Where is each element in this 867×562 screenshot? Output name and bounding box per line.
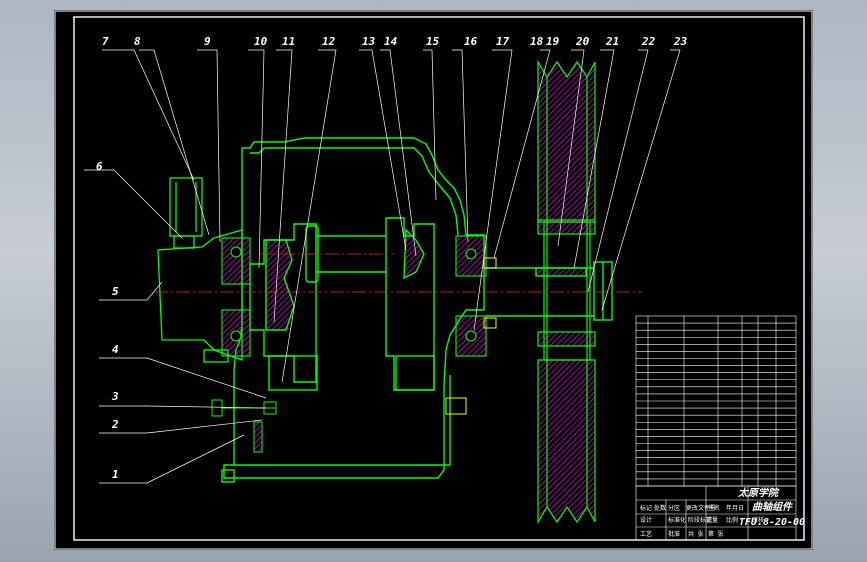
part-label-20: 20	[575, 35, 590, 48]
title-block-field: 年月日	[726, 504, 744, 512]
title-block-field: 重量	[706, 516, 718, 524]
title-block-field: 审核	[752, 516, 764, 524]
title-block-field: 比例	[726, 516, 738, 524]
part-label-2: 2	[111, 418, 119, 431]
left-bearing	[221, 237, 251, 357]
title-block-field: 分区	[668, 504, 680, 512]
part-label-3: 3	[111, 390, 119, 403]
left-end-cover	[157, 177, 243, 363]
title-block-field: 第 张	[708, 530, 724, 538]
part-label-15: 15	[426, 35, 440, 48]
part-label-11: 11	[282, 35, 295, 48]
part-label-5: 5	[112, 285, 119, 298]
title-block-field: 阶段标记	[688, 516, 712, 524]
title-school: 太原学院	[737, 487, 780, 499]
part-label-13: 13	[362, 35, 376, 48]
part-label-1: 1	[112, 468, 119, 481]
inner-frame	[73, 16, 805, 541]
outer-frame	[54, 10, 813, 550]
part-label-12: 12	[322, 35, 336, 48]
title-block-field: 标记	[640, 504, 652, 512]
title-drawing-number: TFU.8-20-00	[739, 517, 805, 528]
title-block-fields: 标记处数分区更改文件号签名年月日设计 标准化阶段标记重量比例 审核工艺 批准共 张第 …	[640, 504, 764, 538]
crankshaft	[249, 217, 613, 391]
part-label-9: 9	[204, 35, 211, 48]
part-label-22: 22	[641, 35, 656, 48]
part-label-6: 6	[96, 160, 103, 173]
parts-list-table	[635, 315, 797, 487]
title-block-field: 标准化	[668, 516, 686, 524]
part-label-19: 19	[546, 35, 560, 48]
bolts	[211, 257, 497, 453]
title-block	[635, 485, 797, 541]
title-block-field: 批准	[668, 530, 680, 538]
part-label-8: 8	[134, 35, 141, 48]
title-block-field: 处数	[654, 504, 666, 512]
right-bearing	[455, 235, 487, 357]
title-drawing-name: 曲轴组件	[752, 501, 793, 513]
title-block-field: 设计	[640, 516, 652, 524]
title-block-field: 签名	[708, 504, 720, 512]
part-label-4: 4	[112, 343, 119, 356]
v-belt-pulley	[537, 59, 596, 525]
part-label-14: 14	[384, 35, 398, 48]
part-label-7: 7	[102, 35, 109, 48]
center-lines	[154, 253, 642, 293]
title-block-field: 更改文件号	[686, 504, 716, 512]
part-label-10: 10	[254, 35, 268, 48]
part-label-16: 16	[464, 35, 478, 48]
crankcase-housing	[221, 137, 485, 483]
title-block-field: 共 张	[688, 530, 704, 538]
part-label-17: 17	[496, 35, 510, 48]
part-label-18: 18	[530, 35, 544, 48]
leader-lines	[84, 49, 681, 484]
part-label-23: 23	[673, 35, 688, 48]
part-label-21: 21	[605, 35, 619, 48]
title-block-field: 工艺	[640, 530, 652, 538]
